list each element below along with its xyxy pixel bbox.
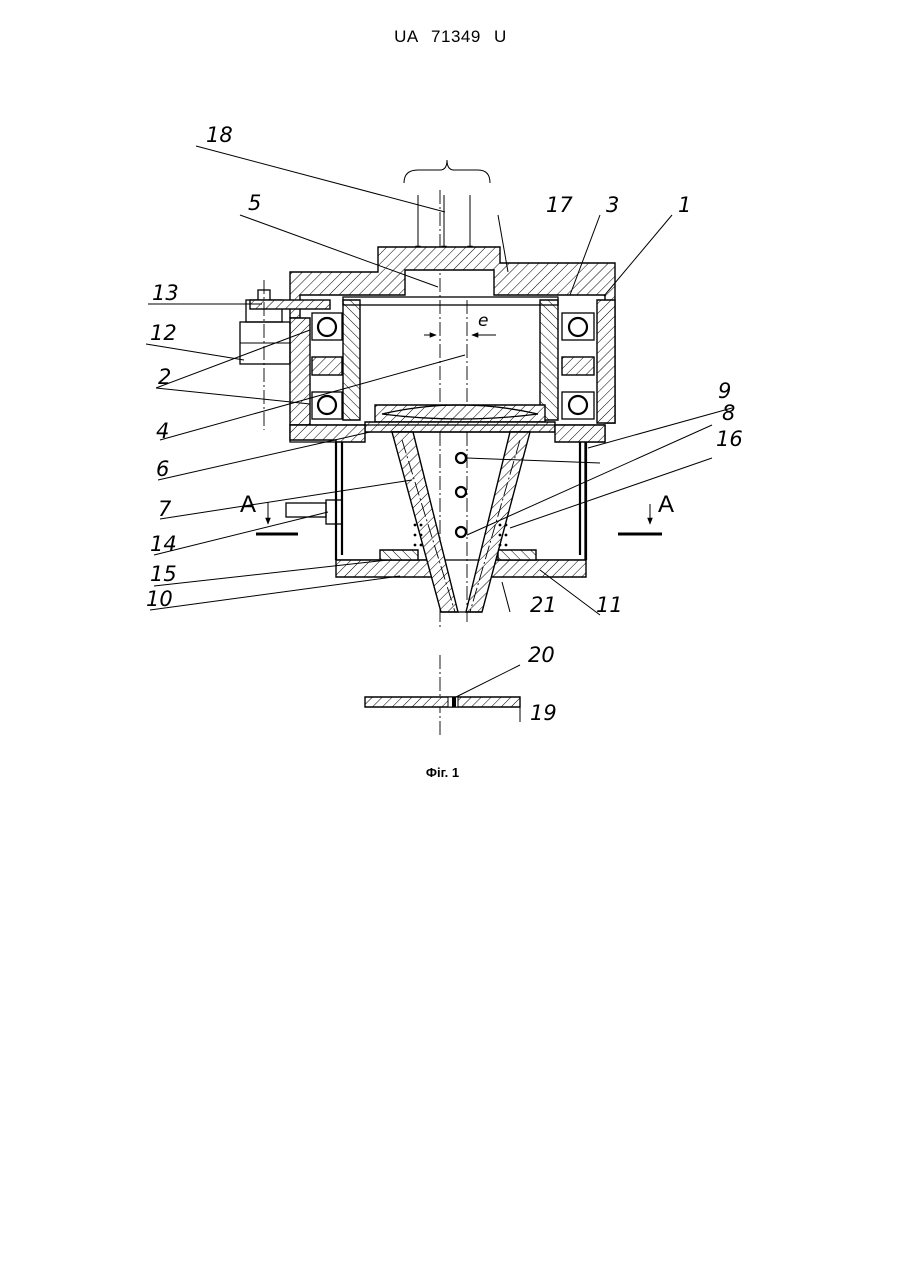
label-9: 9 [718, 379, 731, 403]
label-20: 20 [528, 643, 555, 667]
label-12: 12 [150, 321, 177, 345]
lens-holder [365, 405, 555, 432]
label-16: 16 [716, 427, 743, 451]
section-label-right: A [658, 491, 674, 518]
label-10: 10 [146, 587, 173, 611]
motor [240, 280, 330, 430]
figure-caption: Фіг. 1 [0, 765, 885, 780]
label-15: 15 [150, 562, 177, 586]
label-e: e [478, 311, 488, 331]
label-17: 17 [546, 193, 573, 217]
label-2: 2 [158, 365, 171, 389]
label-14: 14 [150, 532, 177, 556]
bearings-left [312, 313, 342, 419]
rotating-sleeve [343, 297, 558, 420]
label-18: 18 [206, 123, 233, 147]
laser-beam-arrows [404, 160, 490, 252]
label-19: 19 [530, 701, 557, 725]
label-8: 8 [722, 401, 735, 425]
label-7: 7 [158, 497, 172, 521]
leader-lines [146, 146, 732, 722]
label-4: 4 [156, 419, 169, 443]
section-label-left: A [240, 491, 256, 518]
right-housing-wall [597, 300, 615, 423]
label-11: 11 [596, 593, 623, 617]
label-21: 21 [530, 593, 557, 617]
housing-top [290, 247, 615, 423]
nozzle-cone [392, 432, 530, 612]
lower-housing [290, 425, 605, 577]
label-13: 13 [152, 281, 179, 305]
label-3: 3 [606, 193, 619, 217]
workpiece [365, 697, 520, 707]
label-1: 1 [678, 193, 691, 217]
bearings-right [562, 313, 594, 419]
label-5: 5 [248, 191, 261, 215]
cone-holes [456, 453, 466, 537]
label-6: 6 [156, 457, 169, 481]
section-marks [256, 502, 662, 534]
